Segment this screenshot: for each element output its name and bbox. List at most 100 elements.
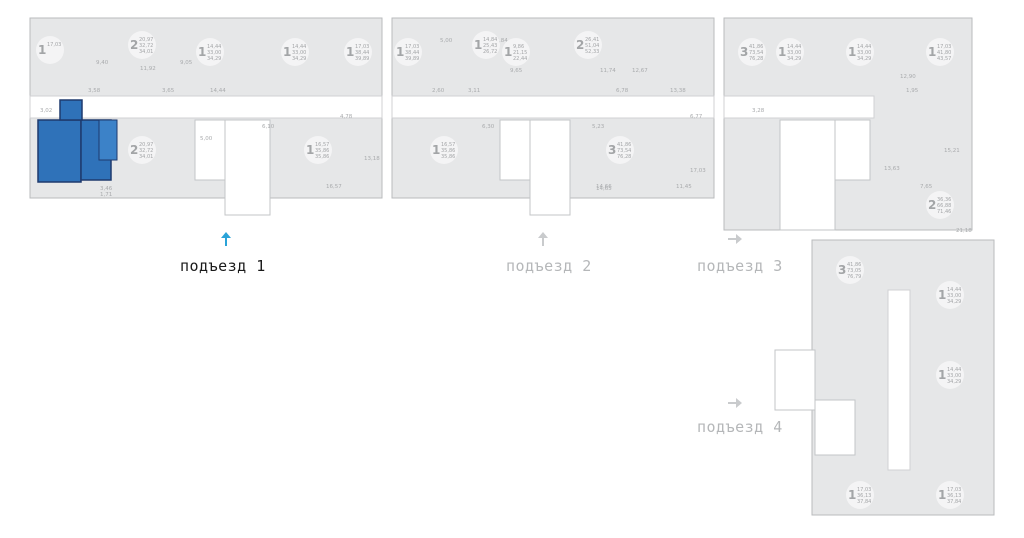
apartment-badge — [936, 481, 964, 509]
apartment-area: 38,44 — [355, 50, 369, 56]
apartment-area: 9,86 — [513, 44, 524, 50]
apartment-badge — [472, 31, 500, 59]
entrance-1-label[interactable]: подъезд 1 — [180, 257, 266, 275]
apartment-area: 35,86 — [315, 154, 329, 160]
room-area-label: 6,10 — [262, 124, 275, 130]
apartment-area: 34,29 — [787, 56, 801, 62]
apartment-area: 14,44 — [947, 287, 961, 293]
apartment-badge — [128, 136, 156, 164]
apartment-area: 36,13 — [857, 493, 871, 499]
room-area-label: 14,44 — [210, 88, 226, 94]
apartment-area: 41,86 — [847, 262, 861, 268]
selected-apartment[interactable] — [37, 99, 118, 183]
apartment-area: 41,80 — [937, 50, 951, 56]
room-area-label: 3,58 — [88, 88, 101, 94]
room-area-label: 13,63 — [884, 166, 900, 172]
entrance-1-arrow-icon — [221, 232, 231, 246]
room-area-label: 16,57 — [326, 184, 342, 190]
entrance-4-arrow-icon — [728, 398, 742, 408]
stair-1 — [194, 119, 226, 181]
apartment-area: 66,88 — [937, 203, 951, 209]
stair-3 — [834, 119, 871, 181]
apartment-badge — [128, 31, 156, 59]
apartment-area: 34,01 — [139, 154, 153, 160]
apartment-area: 26,72 — [483, 49, 497, 55]
room-count: 1 — [474, 38, 482, 52]
entrance-2-label[interactable]: подъезд 2 — [506, 257, 592, 275]
room-area-label: 15,21 — [944, 148, 960, 154]
apartment-badge — [836, 256, 864, 284]
room-area-label: 3,02 — [40, 108, 52, 114]
room-count: 2 — [928, 198, 936, 212]
entrance-4-label[interactable]: подъезд 4 — [697, 418, 783, 436]
apartment-badge — [344, 38, 372, 66]
selected-apartment-bath — [98, 119, 118, 161]
room-count: 3 — [740, 45, 748, 59]
apartment-badge — [502, 38, 530, 66]
room-count: 1 — [848, 488, 856, 502]
room-count: 2 — [130, 38, 138, 52]
apartment-area: 76,79 — [847, 274, 861, 280]
apartment-area: 20,97 — [139, 37, 153, 43]
apartment-badge — [304, 136, 332, 164]
room-count: 1 — [38, 43, 46, 57]
selected-apartment-main — [37, 119, 82, 183]
apartment-area: 25,43 — [483, 43, 497, 49]
room-area-label: 9,05 — [180, 60, 193, 66]
room-area-label: 17,03 — [690, 168, 706, 174]
apartment-badge — [574, 31, 602, 59]
apartment-area: 14,44 — [207, 44, 221, 50]
room-area-label: 5,00 — [440, 38, 453, 44]
apartment-area: 33,00 — [857, 50, 871, 56]
apartment-area: 73,54 — [749, 50, 763, 56]
apartment-badge — [926, 38, 954, 66]
entrance-3-label[interactable]: подъезд 3 — [697, 257, 783, 275]
apartment-area: 32,72 — [139, 148, 153, 154]
apartment-area: 41,86 — [617, 142, 631, 148]
apartment-badge — [281, 38, 309, 66]
room-count: 1 — [778, 45, 786, 59]
room-area-label: 2,60 — [432, 88, 445, 94]
room-count: 2 — [130, 143, 138, 157]
room-count: 1 — [432, 143, 440, 157]
lobby-4 — [774, 349, 816, 411]
apartment-area: 52,33 — [585, 49, 599, 55]
apartment-area: 22,44 — [513, 56, 527, 62]
room-count: 1 — [396, 45, 404, 59]
apartment-badge — [846, 481, 874, 509]
apartment-badge — [926, 191, 954, 219]
apartment-area: 73,54 — [617, 148, 631, 154]
apartment-area: 17,03 — [857, 487, 871, 493]
room-count: 1 — [198, 45, 206, 59]
room-count: 3 — [838, 263, 846, 277]
apartment-badge — [936, 361, 964, 389]
room-area-label: 6,78 — [616, 88, 629, 94]
apartment-area: 37,84 — [857, 499, 871, 505]
apartment-area: 39,89 — [405, 56, 419, 62]
room-count: 1 — [938, 288, 946, 302]
apartment-area: 71,46 — [937, 209, 951, 215]
room-count: 1 — [346, 45, 354, 59]
apartment-area: 17,03 — [355, 44, 369, 50]
apartment-area: 73,05 — [847, 268, 861, 274]
room-area-label: 14,66 — [596, 184, 612, 190]
room-area-label: 12,67 — [632, 68, 648, 74]
room-count: 1 — [283, 45, 291, 59]
apartment-area: 17,03 — [937, 44, 951, 50]
apartment-area: 35,86 — [441, 148, 455, 154]
room-area-label: 9,40 — [96, 60, 109, 66]
apartment-area: 33,00 — [787, 50, 801, 56]
room-area-label: 7,65 — [920, 184, 933, 190]
apartment-area: 17,03 — [405, 44, 419, 50]
room-area-label: 5,23 — [592, 124, 605, 130]
